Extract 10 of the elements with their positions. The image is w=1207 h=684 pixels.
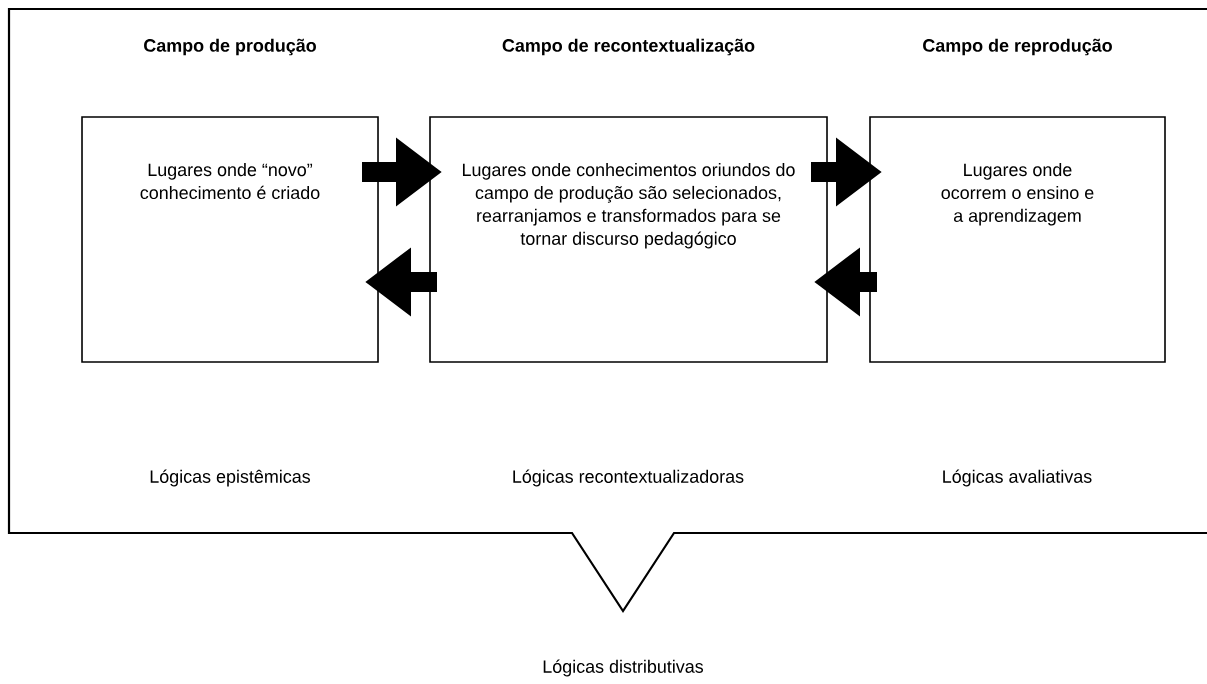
label: Lógicas avaliativas <box>943 469 1092 487</box>
heading: Campo de produção <box>144 38 316 56</box>
label: Lógicas epistêmicas <box>150 469 311 487</box>
text-box: Lugares onde “novo” conhecimento é criado <box>81 116 379 363</box>
text-box: Lugares onde ocorrem o ensino e a aprendizagem <box>869 116 1166 363</box>
label: Lógicas recontextualizadoras <box>513 469 744 487</box>
text-box: Lugares onde conhecimentos oriundos do campo de produção são selecionados, rearranjamos e transformados para se tornar discurso pedagógico <box>429 116 828 363</box>
label: Lógicas distributivas <box>543 659 704 677</box>
heading: Campo de reprodução <box>923 38 1112 56</box>
heading: Campo de recontextualização <box>502 38 755 56</box>
